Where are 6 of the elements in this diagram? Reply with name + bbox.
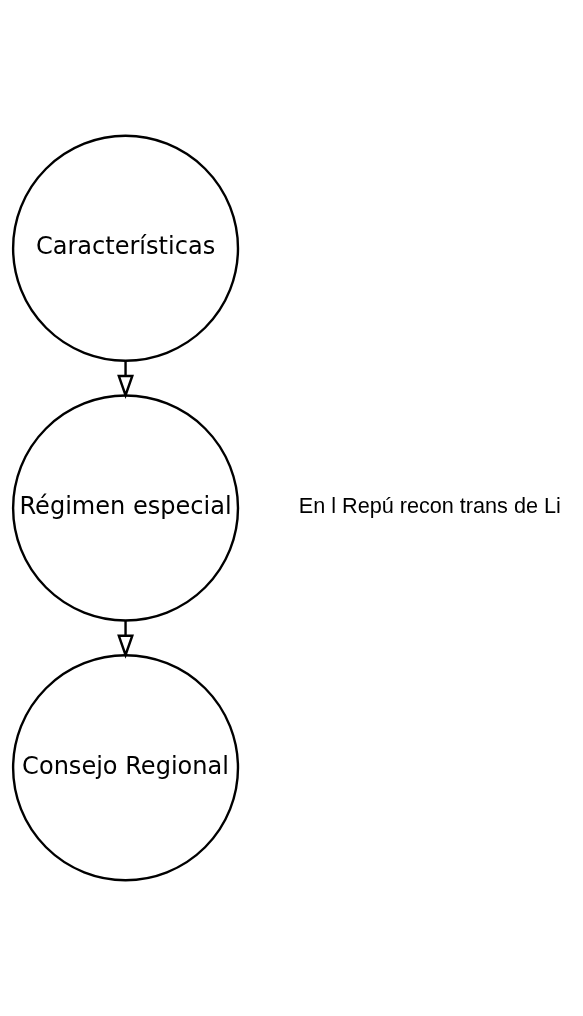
- node-circle: Consejo Regional: [11, 654, 240, 882]
- label: En l Repú recon trans de Li: [298, 493, 561, 519]
- arrow: [117, 360, 134, 399]
- node-circle: Características: [11, 134, 240, 362]
- node-circle: Régimen especial: [11, 394, 240, 622]
- arrow: [117, 620, 134, 659]
